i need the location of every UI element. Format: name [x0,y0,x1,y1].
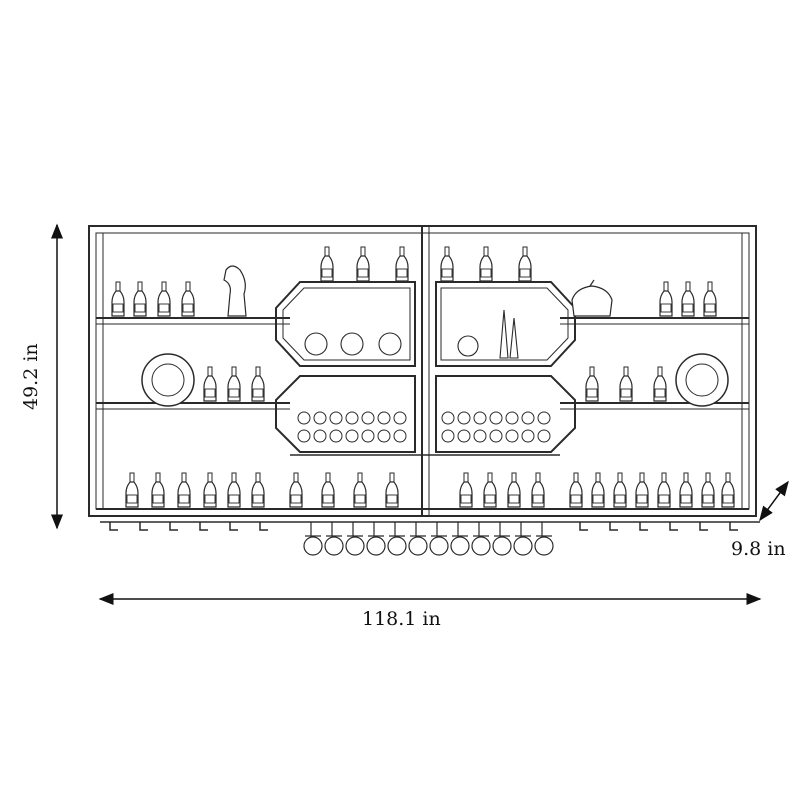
depth-dimension-label: 9.8 in [731,538,786,560]
octagon-bottle-grid [297,411,551,443]
horse-statue [223,265,247,317]
bottom-shelf-bottles [125,472,735,508]
depth-dimension-arrow [759,480,789,522]
decor-plate-left [141,353,195,407]
rack-frame [88,225,757,517]
glass-hanging-rail [100,521,760,531]
height-dimension-label: 49.2 in [20,342,42,410]
hanging-glasses [303,521,554,556]
width-dimension-label: 118.1 in [362,608,441,630]
decor-plate-right [675,353,729,407]
octagon-decor [304,309,519,359]
decor-jar [571,279,613,317]
